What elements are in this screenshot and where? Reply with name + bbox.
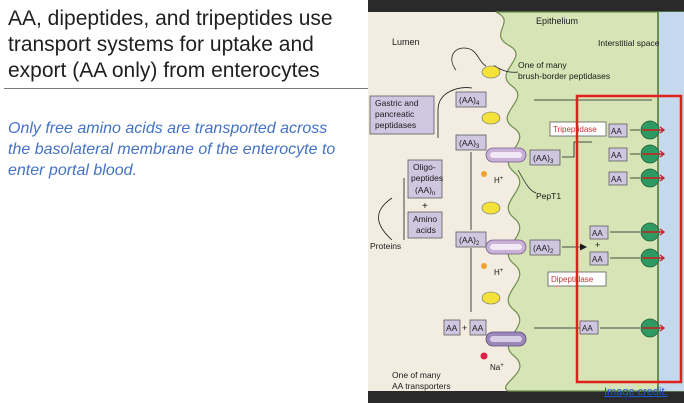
- amino-label-line2: acids: [416, 225, 436, 235]
- aa-box-tri-3: [608, 171, 628, 186]
- pept1-pointer: [517, 169, 537, 194]
- image-credit-link[interactable]: Image credit.: [604, 386, 668, 398]
- aa-label-tri-2: AA: [611, 151, 622, 160]
- highlight-box: [575, 94, 683, 384]
- protein-digestion-arrows: [378, 178, 405, 241]
- figure-top-band: [368, 0, 684, 12]
- dipeptide-box-cell: [529, 239, 561, 256]
- transporter-label-line2: AA transporters: [392, 381, 451, 391]
- aa-box-single: [579, 320, 599, 335]
- h-ion-label-1: H+: [494, 176, 504, 185]
- basolateral-pump-1: [640, 120, 666, 140]
- dipeptidase-label: Dipeptidase: [551, 275, 594, 284]
- aa-label-left: AA: [446, 323, 458, 333]
- peptide-transport-figure: Epithelium Lumen Interstitial space One …: [368, 0, 684, 403]
- brush-border-peptidase-3: [481, 201, 501, 215]
- epithelium-label: Epithelium: [536, 16, 578, 26]
- gastric-label-line1: Gastric and: [375, 98, 419, 108]
- basolateral-pump-5: [640, 248, 666, 268]
- aa-label-tri-3: AA: [611, 175, 622, 184]
- brush-border-label-line1: One of many: [518, 60, 567, 70]
- aa-box-di-1: [589, 225, 609, 240]
- aa-label-di-1: AA: [592, 229, 603, 238]
- aa-box-left: [443, 319, 461, 336]
- aa-box-right: [469, 319, 487, 336]
- slide-title: AA, dipeptides, and tripeptides use tran…: [8, 7, 333, 82]
- h-ion-dot-2: [481, 263, 487, 269]
- aa-box-tri-2: [608, 147, 628, 162]
- brush-border-peptidase-1: [481, 65, 501, 79]
- brush-border-peptidase-2: [481, 111, 501, 125]
- dipeptide-label-lumen: (AA)2: [459, 235, 480, 247]
- na-ion-dot: [480, 352, 488, 360]
- amino-label-line1: Amino: [413, 214, 437, 224]
- brush-border-peptidase-4: [481, 291, 501, 305]
- slide-body-text: Only free amino acids are transported ac…: [8, 120, 336, 179]
- brush-border-label-line2: brush-border peptidases: [518, 71, 610, 81]
- aa-box-di-2: [589, 251, 609, 266]
- aa-label-di-2: AA: [592, 255, 603, 264]
- dipeptide-label-cell: (AA)2: [533, 243, 554, 255]
- proteins-label: Proteins: [370, 241, 401, 251]
- basolateral-pump-6: [640, 318, 666, 338]
- tripeptide-flow-line: [562, 141, 592, 158]
- aa-transporter: [485, 331, 527, 347]
- aa-export-arrows: [600, 129, 640, 329]
- oligo-label-line3: (AA)n: [415, 185, 435, 197]
- gastric-peptidases-box: [369, 95, 435, 135]
- lumen-arrow-top: [451, 47, 487, 71]
- oligo-plus-sign: +: [422, 201, 428, 212]
- na-ion-label: Na+: [490, 363, 504, 372]
- transporter-label-line1: One of many: [392, 370, 441, 380]
- tetrapeptide-box: [455, 91, 487, 108]
- aa-plus-sign: +: [462, 323, 467, 333]
- dipeptide-box-lumen: [455, 231, 487, 248]
- tripeptide-box-cell: [529, 149, 561, 166]
- tripeptide-label-lumen: (AA)3: [459, 138, 480, 150]
- pept1-transporter-tripeptide: [485, 147, 527, 163]
- lumen-label: Lumen: [392, 37, 420, 47]
- amino-acids-box: [407, 211, 443, 239]
- pept1-label: PepT1: [536, 191, 561, 201]
- pept1-transporter-dipeptide: [485, 239, 527, 255]
- aa-label-right: AA: [472, 323, 484, 333]
- h-ion-dot-1: [481, 171, 487, 177]
- aa-label-single: AA: [582, 324, 593, 333]
- oligo-label-line1: Oligo-: [413, 162, 436, 172]
- gastric-label-line2: pancreatic: [375, 109, 415, 119]
- basolateral-pump-4: [640, 222, 666, 242]
- figure-bottom-band: [368, 391, 684, 403]
- interstitial-space-label: Interstitial space: [598, 38, 660, 48]
- aa-label-tri-1: AA: [611, 127, 622, 136]
- aa-di-plus: +: [595, 240, 600, 250]
- tripeptide-label-cell: (AA)3: [533, 153, 554, 165]
- h-ion-label-2: H+: [494, 268, 504, 277]
- basolateral-pump-3: [640, 168, 666, 188]
- oligo-label-line2: peptides: [411, 173, 443, 183]
- gastric-label-line3: peptidases: [375, 120, 416, 130]
- tetrapeptide-label: (AA)4: [459, 95, 480, 107]
- oligopeptides-box: [407, 159, 443, 199]
- brush-border-pointer: [493, 65, 519, 73]
- lumen-arrow-tetra: [437, 87, 473, 138]
- title-divider: [4, 88, 370, 89]
- basolateral-pump-2: [640, 144, 666, 164]
- tripeptidase-label: Tripeptidase: [553, 125, 597, 134]
- aa-box-tri-1: [608, 123, 628, 138]
- tripeptide-box-lumen: [455, 134, 487, 151]
